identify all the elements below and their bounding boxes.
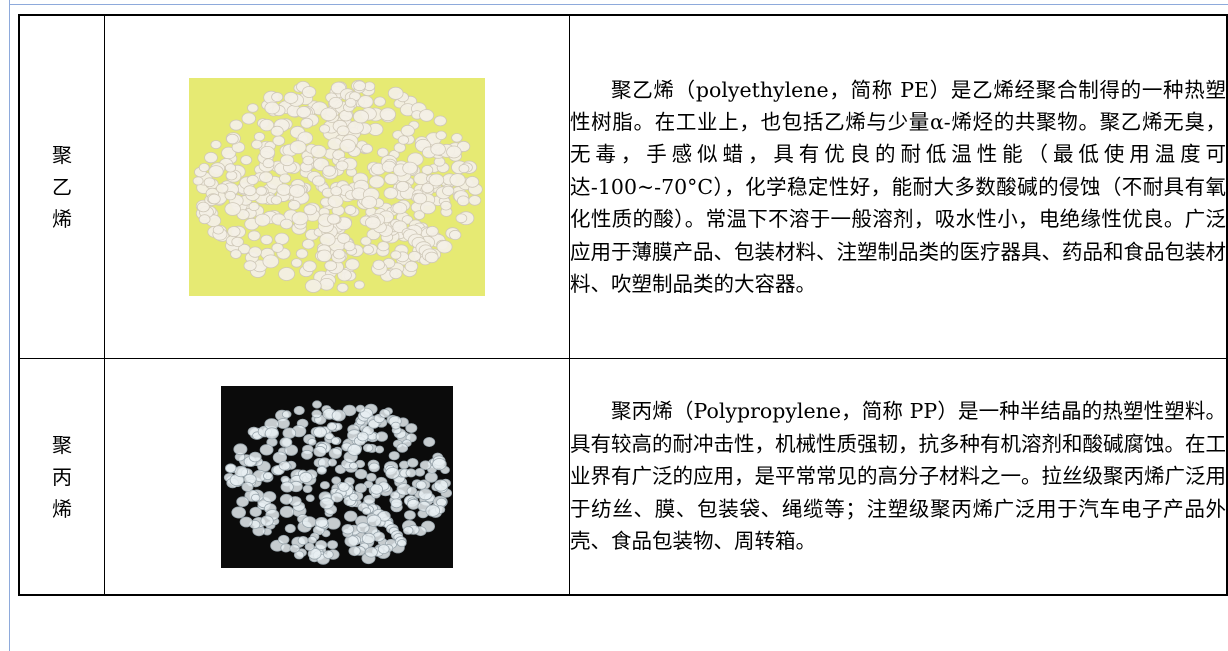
- material-name: 聚乙烯: [52, 143, 72, 231]
- material-image-cell: [104, 358, 570, 596]
- white-polyethylene-pellets-photo: [189, 78, 485, 296]
- material-name-cell: 聚丙烯: [18, 358, 105, 596]
- page-top-border: [0, 0, 1228, 5]
- page-left-margin: [0, 0, 10, 651]
- table-row: 聚乙烯 聚乙烯（polyethylene，简称 PE）是乙烯经聚合制得的一种热塑…: [18, 14, 1228, 359]
- materials-table: 聚乙烯 聚乙烯（polyethylene，简称 PE）是乙烯经聚合制得的一种热塑…: [18, 14, 1228, 596]
- translucent-polypropylene-pellets-photo: [221, 385, 453, 568]
- material-description: 聚丙烯（Polypropylene，简称 PP）是一种半结晶的热塑性塑料。具有较…: [569, 358, 1228, 596]
- material-name: 聚丙烯: [52, 432, 72, 521]
- material-description: 聚乙烯（polyethylene，简称 PE）是乙烯经聚合制得的一种热塑性树脂。…: [569, 14, 1228, 359]
- table-row: 聚丙烯 聚丙烯（Polypropylene，简称 PP）是一种半结晶的热塑性塑料…: [18, 358, 1228, 596]
- material-name-cell: 聚乙烯: [18, 14, 105, 359]
- material-image-cell: [104, 14, 570, 359]
